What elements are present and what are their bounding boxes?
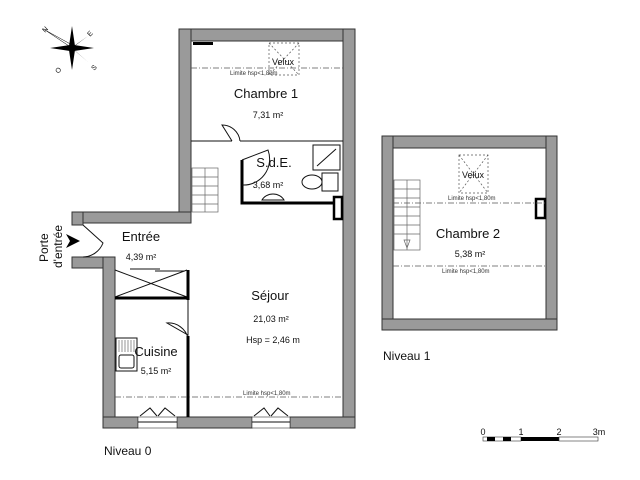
limit-label: Limite hsp<1,80m	[243, 391, 291, 397]
room-hsp-sejour: Hsp = 2,46 m	[246, 335, 300, 345]
sde-walls	[240, 144, 344, 221]
room-area-cuisine: 5,15 m²	[141, 366, 172, 376]
scale-label: 2	[556, 427, 561, 437]
level0-walls	[71, 28, 356, 429]
velux-window	[458, 154, 489, 194]
scale-bar: 0 1 2 3m	[480, 427, 606, 442]
entrance-label-line2: d'entrée	[51, 225, 65, 268]
compass-e: E	[86, 30, 94, 38]
window	[251, 407, 291, 429]
velux-label: Velux	[272, 57, 295, 67]
room-area-chambre2: 5,38 m²	[455, 249, 486, 259]
closet	[114, 268, 190, 300]
level1-walls	[381, 135, 558, 331]
compass-rose-icon: N E O S	[41, 26, 98, 76]
scale-label: 3m	[593, 427, 606, 437]
entrance-door[interactable]	[82, 224, 104, 258]
entrance-arrow-icon	[66, 234, 80, 248]
scale-label: 0	[480, 427, 485, 437]
velux-label: Velux	[462, 170, 485, 180]
room-area-chambre1: 7,31 m²	[253, 110, 284, 120]
room-name-cuisine: Cuisine	[134, 344, 177, 359]
room-area-sde: 3,68 m²	[253, 180, 284, 190]
compass-o: O	[54, 66, 63, 75]
door-chambre1	[221, 124, 241, 142]
room-name-chambre1: Chambre 1	[234, 86, 298, 101]
room-area-entree: 4,39 m²	[126, 252, 157, 262]
compass-n: N	[41, 26, 50, 35]
room-name-chambre2: Chambre 2	[436, 226, 500, 241]
limit-label: Limite hsp<1,80m	[448, 196, 496, 202]
limit-label: Limite hsp<1,80m	[230, 71, 278, 77]
limit-label: Limite hsp<1,80m	[442, 269, 490, 275]
room-name-sejour: Séjour	[251, 288, 289, 303]
window	[137, 407, 178, 429]
scale-label: 1	[518, 427, 523, 437]
staircase	[393, 179, 421, 251]
level1-label: Niveau 1	[383, 349, 431, 363]
level0-label: Niveau 0	[104, 444, 152, 458]
staircase	[191, 167, 219, 213]
room-name-sde: S.d.E.	[256, 155, 291, 170]
sink	[115, 337, 138, 372]
entrance-label-line1: Porte	[37, 233, 51, 262]
compass-s: S	[90, 64, 98, 72]
velux-window	[268, 42, 300, 76]
room-name-entree: Entrée	[122, 229, 160, 244]
room-area-sejour: 21,03 m²	[253, 314, 289, 324]
